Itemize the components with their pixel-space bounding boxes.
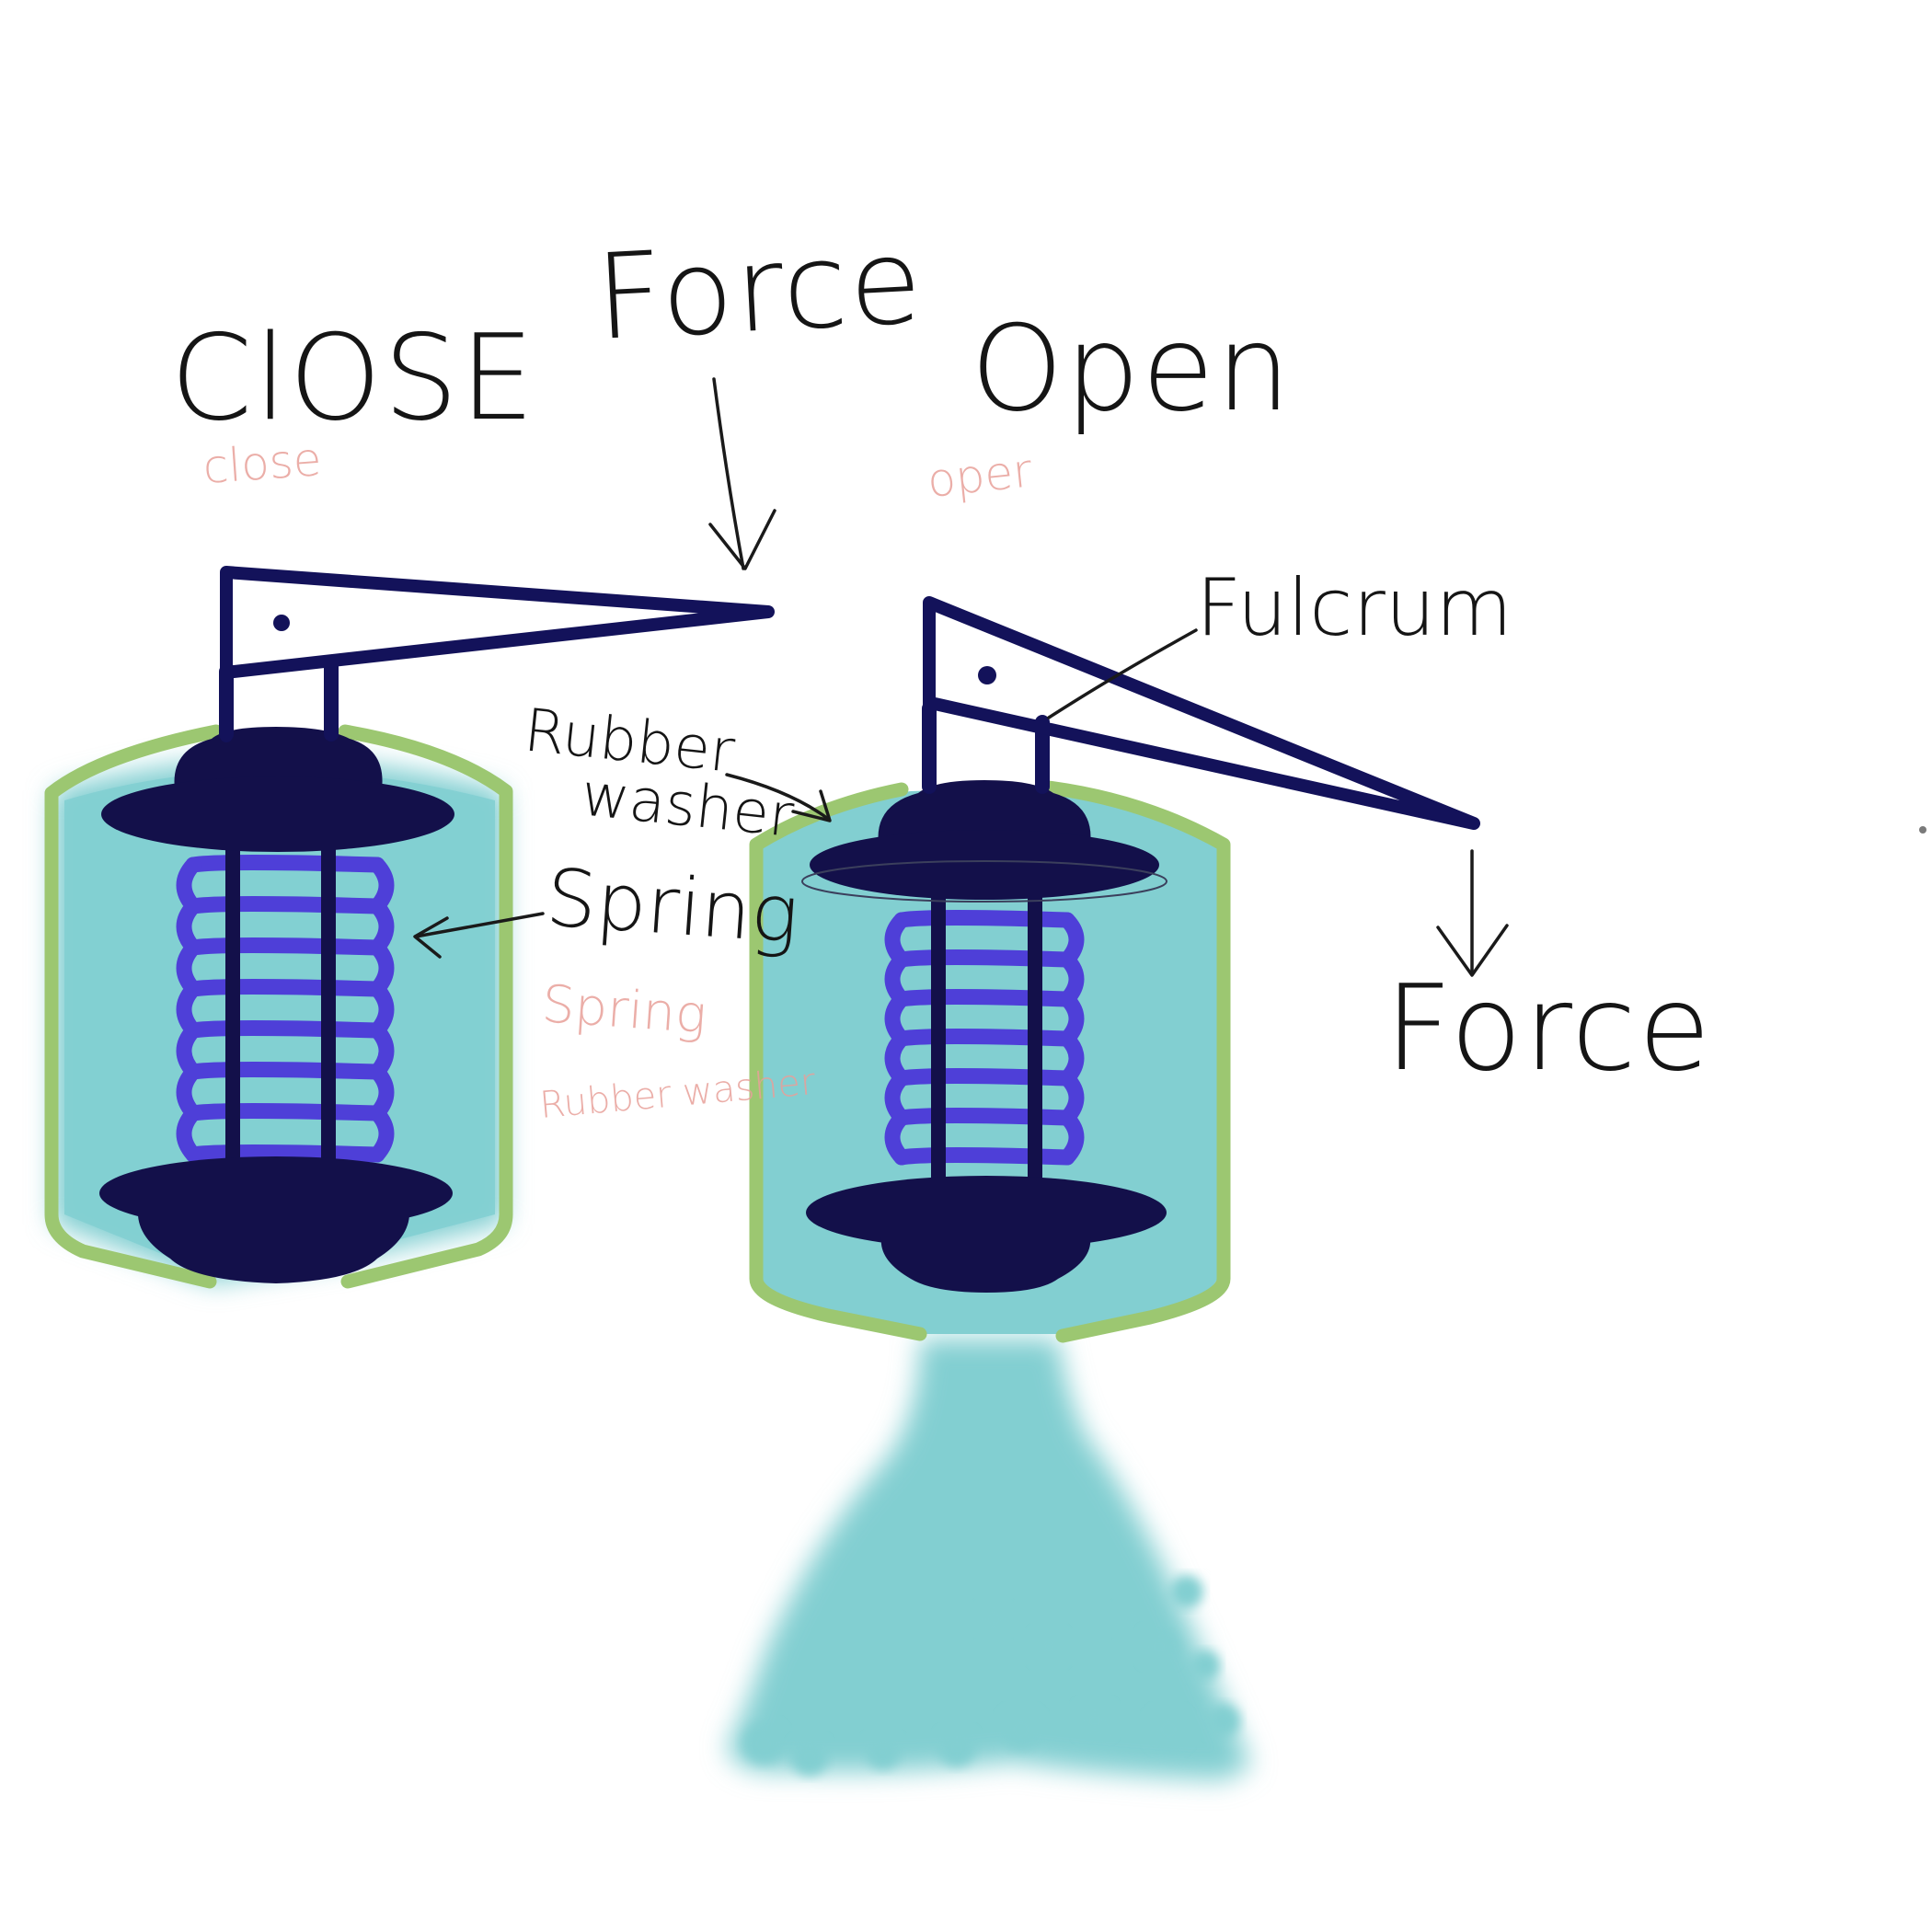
- closed-pivot-dot: [273, 615, 290, 631]
- open-housing-right: [1041, 780, 1231, 1343]
- force-arrow-top: [708, 377, 776, 570]
- spring-ghost-label: Spring: [540, 974, 708, 1045]
- open-housing-left: [749, 782, 927, 1341]
- open-lever: [922, 596, 1480, 830]
- closed-lower-cap: [137, 1210, 410, 1283]
- force-arrow-bottom: [1436, 849, 1509, 977]
- closed-upper-disc: [101, 776, 454, 852]
- open-pivot-dot: [978, 666, 996, 684]
- fulcrum-label: Fulcrum: [1196, 562, 1512, 654]
- rubber-washer-label-line2: washer: [578, 761, 797, 851]
- force-label-top: Force: [592, 213, 927, 367]
- closed-spring: [176, 855, 395, 1163]
- open-spring: [884, 910, 1085, 1166]
- open-lower-cap: [880, 1237, 1091, 1293]
- open-spray: [727, 1339, 1251, 1780]
- open-upper-cap: [878, 780, 1091, 845]
- open-ghost-label: oper: [925, 443, 1035, 508]
- closed-housing-left: [44, 724, 224, 1289]
- open-title: Open: [971, 301, 1293, 438]
- fulcrum-arrow: [1047, 628, 1198, 719]
- spring-arrow: [413, 912, 545, 959]
- rubber-washer-arrow: [725, 773, 832, 822]
- close-title: ClOSE: [170, 310, 536, 447]
- closed-upper-cap: [174, 727, 383, 789]
- spring-label: Spring: [544, 852, 802, 961]
- open-upper-disc: [810, 830, 1159, 900]
- force-label-bottom: Force: [1385, 960, 1712, 1098]
- open-valve: [727, 596, 1480, 1780]
- open-lower-disc: [806, 1176, 1167, 1249]
- close-ghost-label: close: [201, 432, 324, 494]
- closed-valve: [44, 566, 775, 1289]
- closed-lever: [219, 566, 775, 742]
- closed-housing-right: [338, 724, 513, 1289]
- open-rubber-washer-outline: [801, 860, 1167, 903]
- stray-dot: [1919, 826, 1926, 834]
